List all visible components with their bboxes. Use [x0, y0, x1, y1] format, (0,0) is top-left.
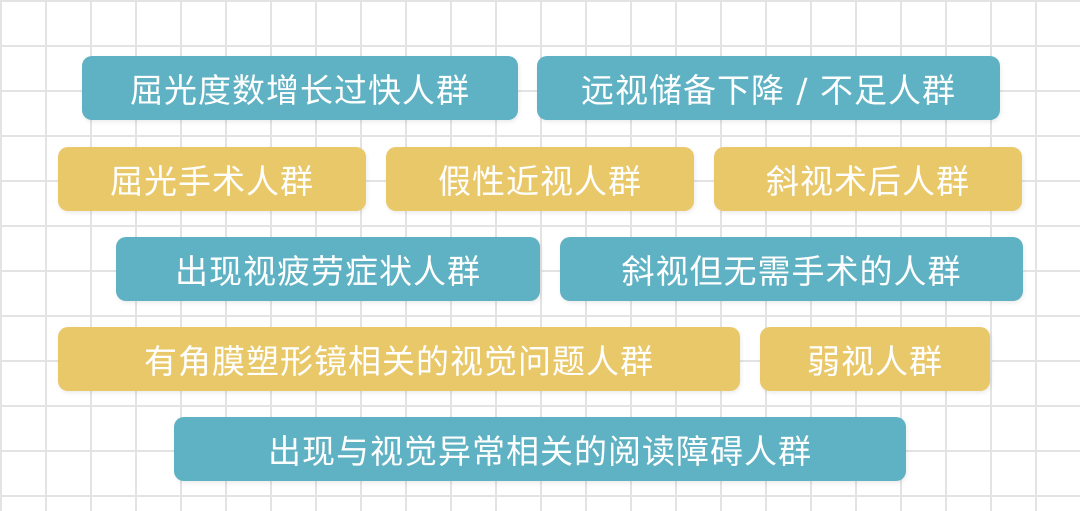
tag-refractive-surgery: 屈光手术人群: [58, 147, 366, 211]
tag-hyperopia-reserve: 远视储备下降 / 不足人群: [537, 56, 1000, 120]
tag-refraction-growth: 屈光度数增长过快人群: [82, 56, 518, 120]
tag-reading-disorder: 出现与视觉异常相关的阅读障碍人群: [174, 417, 906, 481]
tag-ortho-k-issues: 有角膜塑形镜相关的视觉问题人群: [58, 327, 740, 391]
tag-strabismus-no-surgery: 斜视但无需手术的人群: [560, 237, 1023, 301]
tag-pseudomyopia: 假性近视人群: [386, 147, 694, 211]
tag-amblyopia: 弱视人群: [760, 327, 990, 391]
tag-post-strabismus-surgery: 斜视术后人群: [714, 147, 1022, 211]
tag-visual-fatigue: 出现视疲劳症状人群: [116, 237, 540, 301]
